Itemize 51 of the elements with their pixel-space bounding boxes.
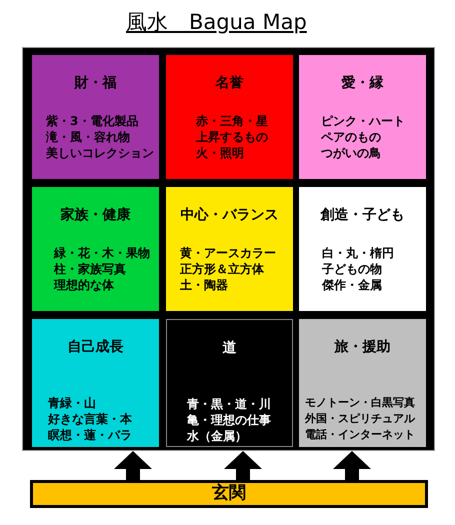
cell-text: 正方形＆立方体 — [180, 260, 265, 276]
cell-text: 白・丸・楕円 — [322, 244, 395, 260]
cell-text: 黄・アースカラー — [180, 244, 277, 260]
title: 風水 Bagua Map — [126, 9, 307, 36]
cell-text: 外国・スピリチュアル — [305, 410, 416, 426]
cell-text: 上昇するもの — [196, 128, 269, 144]
entrance-bar: 玄関 — [30, 480, 428, 508]
cell-text: 好きな言葉・本 — [48, 410, 133, 426]
cell-heading: 自己成長 — [68, 339, 124, 356]
cell-heading: 道 — [222, 340, 236, 358]
cell-text: 赤・三角・星 — [196, 112, 269, 128]
cell-text: つがいの鳥 — [321, 144, 382, 160]
bagua-grid-frame — [22, 47, 435, 451]
bagua-cell — [166, 319, 293, 447]
cell-text: 水（金属） — [187, 428, 248, 444]
cell-heading: 財・福 — [74, 75, 116, 92]
cell-heading: 旅・援助 — [334, 339, 390, 356]
cell-text: 美しいコレクション — [46, 144, 155, 160]
bagua-cell — [299, 55, 426, 179]
bagua-cell — [166, 55, 293, 179]
arrow — [333, 451, 371, 480]
cell-text: 電話・インターネット — [305, 426, 416, 442]
cell-text: 火・照明 — [196, 144, 245, 160]
arrow — [114, 451, 152, 480]
bagua-cell — [32, 55, 159, 179]
cell-heading: 家族・健康 — [60, 207, 130, 224]
cell-heading: 名誉 — [216, 75, 244, 92]
cell-text: 瞑想・蓮・バラ — [48, 426, 133, 442]
cell-text: 柱・家族写真 — [54, 260, 127, 276]
cell-text: 土・陶器 — [180, 276, 229, 292]
cell-text: 青緑・山 — [48, 394, 97, 410]
bagua-cell — [32, 187, 159, 311]
cell-text: 滝・風・容れ物 — [46, 128, 131, 144]
cell-text: ペアのもの — [321, 128, 382, 144]
cell-text: モノトーン・白黒写真 — [305, 394, 416, 410]
cell-heading: 愛・縁 — [342, 75, 384, 92]
cell-text: 理想的な体 — [54, 276, 115, 292]
cell-heading: 中心・バランス — [180, 207, 278, 224]
cell-text: 青・黒・道・川 — [187, 396, 272, 412]
arrow — [224, 451, 262, 480]
cell-text: ピンク・ハート — [321, 112, 406, 128]
cell-text: 緑・花・木・果物 — [54, 244, 151, 260]
cell-text: 亀・理想の仕事 — [187, 412, 272, 428]
bagua-cell — [299, 319, 426, 447]
bagua-cell — [32, 319, 159, 447]
cell-heading: 創造・子ども — [320, 207, 404, 224]
cell-text: 紫・3・電化製品 — [46, 112, 140, 128]
cell-text: 傑作・金属 — [322, 276, 383, 292]
bagua-cell — [299, 187, 426, 311]
cell-text: 子どもの物 — [322, 260, 383, 276]
bagua-cell — [166, 187, 293, 311]
